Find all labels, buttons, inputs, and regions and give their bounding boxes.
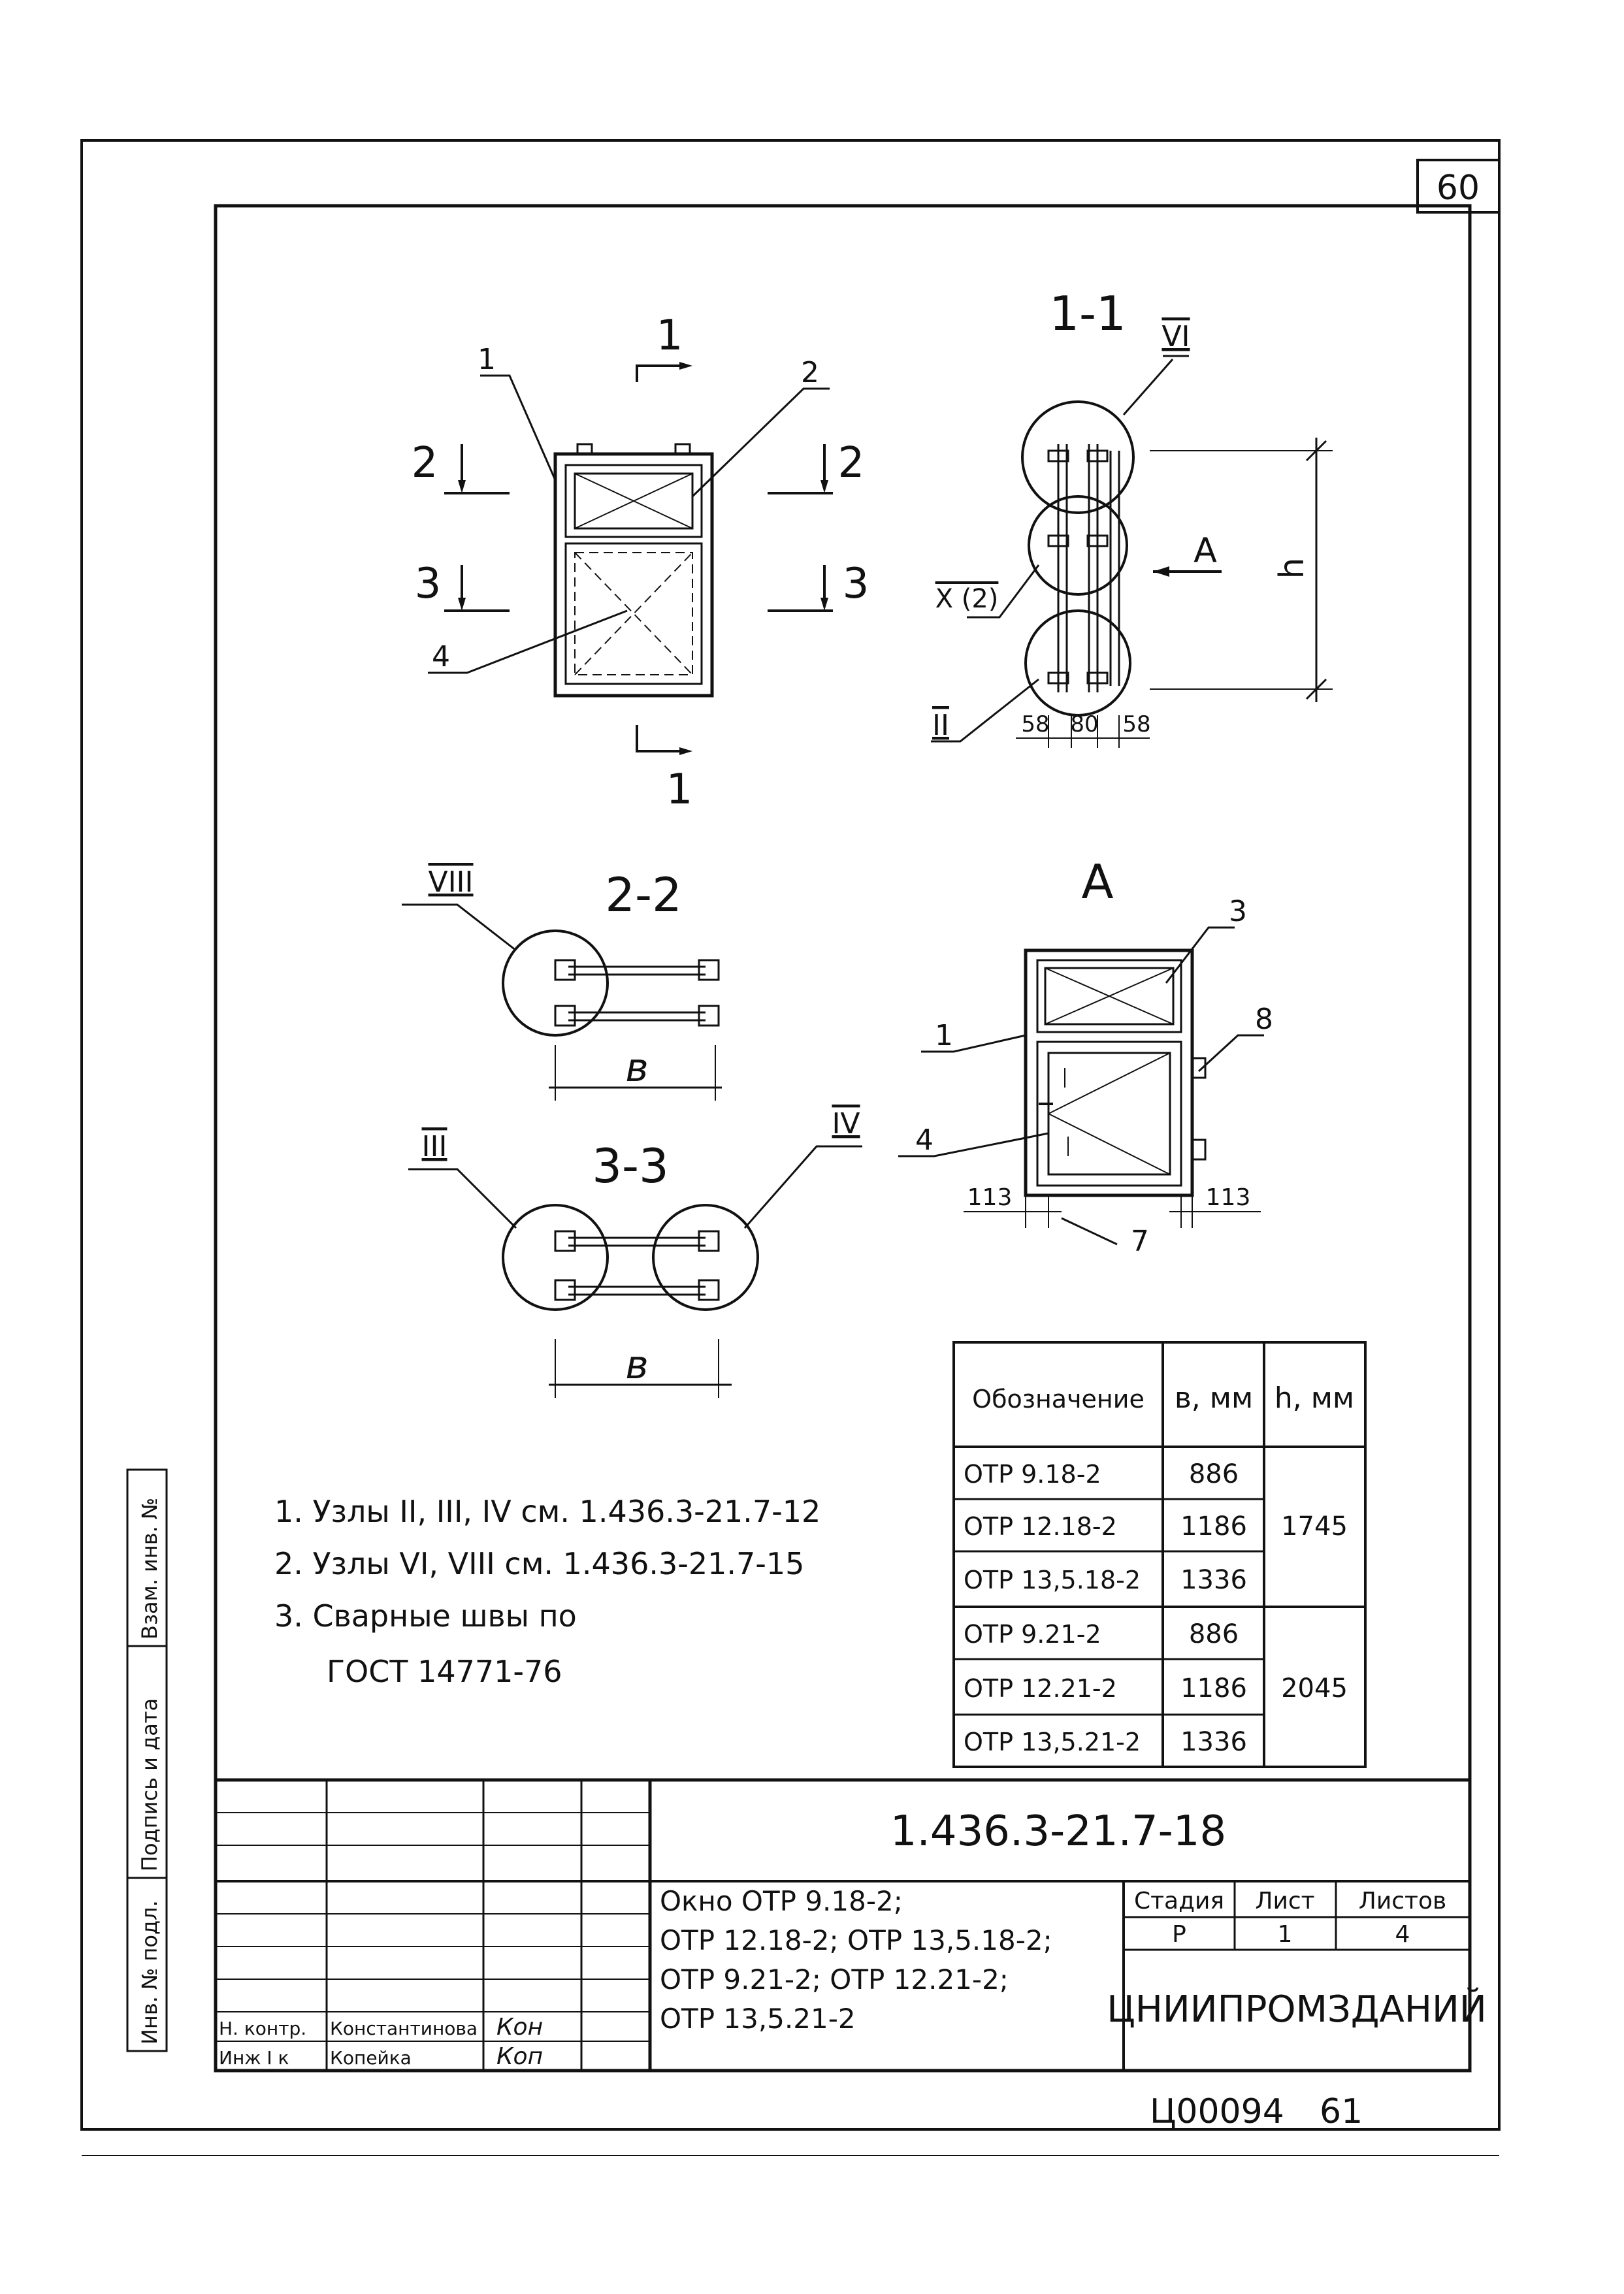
table-row-6-designation: ОТР 13,5.21-2 [964,1728,1141,1756]
document-code: 1.436.3-21.7-18 [890,1807,1226,1856]
elevation-callout-4: 4 [432,640,450,673]
note-3: 3. Сварные швы по [274,1598,577,1634]
side-stamp-inventory: Инв. № подл. [137,1900,162,2044]
table-header-h: h, мм [1275,1381,1354,1415]
table-row-2-b: 1186 [1180,1511,1247,1542]
node-label-viii: VIII [428,865,473,899]
view-a [898,926,1264,1246]
view-a-dim-113-left: 113 [967,1184,1013,1211]
spec-table [952,1341,1367,1768]
width-dim-b-2-2: в [625,1045,648,1091]
title-block [216,1778,1470,2071]
title-line-1: Окно ОТР 9.18-2; [660,1885,903,1917]
table-h-group-2: 2045 [1281,1673,1348,1704]
section-2-2 [402,903,722,1101]
page-number-bottom: 61 [1320,2092,1363,2131]
section-mark-3-left: 3 [415,560,442,608]
organization-name: ЦНИИПРОМЗДАНИЙ [1107,1988,1487,2031]
elevation-callout-1: 1 [478,343,496,376]
sheet-header: Лист [1255,1888,1314,1914]
view-a-callout-8: 8 [1255,1003,1273,1036]
sheets-value: 4 [1395,1921,1410,1948]
table-row-3-b: 1336 [1180,1565,1247,1595]
node-label-ii: II [932,709,949,742]
node-label-x: X (2) [935,584,999,614]
node-label-iv: IV [832,1107,860,1140]
section-1-1 [931,355,1333,748]
notes-block: 1. Узлы II, III, IV см. 1.436.3-21.7-12 … [274,1494,820,1689]
section-1-1-title: 1-1 [1049,286,1126,341]
signature-role-2: Инж I к [219,2047,289,2069]
section-mark-2-left: 2 [412,439,438,487]
sheet-number-top: 60 [1437,169,1480,208]
section-mark-1-top: 1 [657,312,683,360]
sheet-value: 1 [1278,1921,1293,1948]
table-row-4-b: 886 [1189,1619,1239,1649]
section-mark-1-bottom: 1 [666,766,693,814]
inventory-code: Ц00094 [1150,2092,1284,2131]
table-row-3-designation: ОТР 13,5.18-2 [964,1566,1141,1594]
signature-role-1: Н. контр. [219,2018,306,2039]
title-line-2: ОТР 12.18-2; ОТР 13,5.18-2; [660,1924,1052,1956]
table-row-4-designation: ОТР 9.21-2 [964,1620,1101,1649]
title-line-4: ОТР 13,5.21-2 [660,2003,856,2035]
side-stamp-signature: Подпись и дата [137,1698,162,1871]
section-mark-2-right: 2 [838,439,865,487]
side-stamp [126,1468,168,2052]
table-header-b: в, мм [1175,1381,1253,1415]
dim-80: 80 [1070,711,1098,737]
signature-mark-2: Коп [496,2043,543,2070]
elevation-callout-2: 2 [801,356,819,389]
table-row-5-b: 1186 [1180,1673,1247,1704]
view-a-title: А [1081,854,1113,909]
signature-name-1: Константинова [330,2018,478,2039]
node-label-vi: VI [1161,320,1190,353]
side-stamp-replacement: Взам. инв. № [137,1498,162,1640]
view-a-callout-3: 3 [1229,895,1247,928]
stage-value: Р [1172,1921,1186,1948]
note-1: 1. Узлы II, III, IV см. 1.436.3-21.7-12 [274,1494,820,1529]
width-dim-b-3-3: в [625,1342,648,1388]
table-row-5-designation: ОТР 12.21-2 [964,1674,1117,1703]
table-h-group-1: 1745 [1281,1511,1348,1542]
table-row-1-b: 886 [1189,1459,1239,1489]
dim-58-left: 58 [1021,711,1049,737]
view-arrow-a-label: А [1194,531,1217,570]
signature-name-2: Копейка [330,2047,412,2069]
title-line-3: ОТР 9.21-2; ОТР 12.21-2; [660,1963,1009,1995]
table-header-designation: Обозначение [972,1385,1145,1414]
stage-header: Стадия [1134,1888,1224,1914]
section-3-3 [408,1145,862,1398]
view-a-dim-113-right: 113 [1206,1184,1251,1211]
table-row-2-designation: ОТР 12.18-2 [964,1512,1117,1541]
height-dim-h: h [1273,558,1312,579]
table-row-6-b: 1336 [1180,1727,1247,1757]
window-elevation [428,362,833,755]
note-3-standard: ГОСТ 14771-76 [327,1654,562,1689]
table-row-1-designation: ОТР 9.18-2 [964,1460,1101,1489]
view-a-callout-7: 7 [1131,1225,1149,1258]
signature-mark-1: Кон [496,2014,543,2041]
dim-58-right: 58 [1122,711,1150,737]
section-2-2-title: 2-2 [605,867,682,922]
sheets-header: Листов [1359,1888,1446,1914]
note-2: 2. Узлы VI, VIII см. 1.436.3-21.7-15 [274,1546,804,1581]
view-a-callout-1: 1 [935,1019,953,1052]
section-3-3-title: 3-3 [592,1139,669,1193]
section-mark-3-right: 3 [843,560,869,608]
view-a-callout-4: 4 [915,1123,934,1157]
sheet-frame [80,139,1501,2156]
node-label-iii: III [422,1130,447,1163]
